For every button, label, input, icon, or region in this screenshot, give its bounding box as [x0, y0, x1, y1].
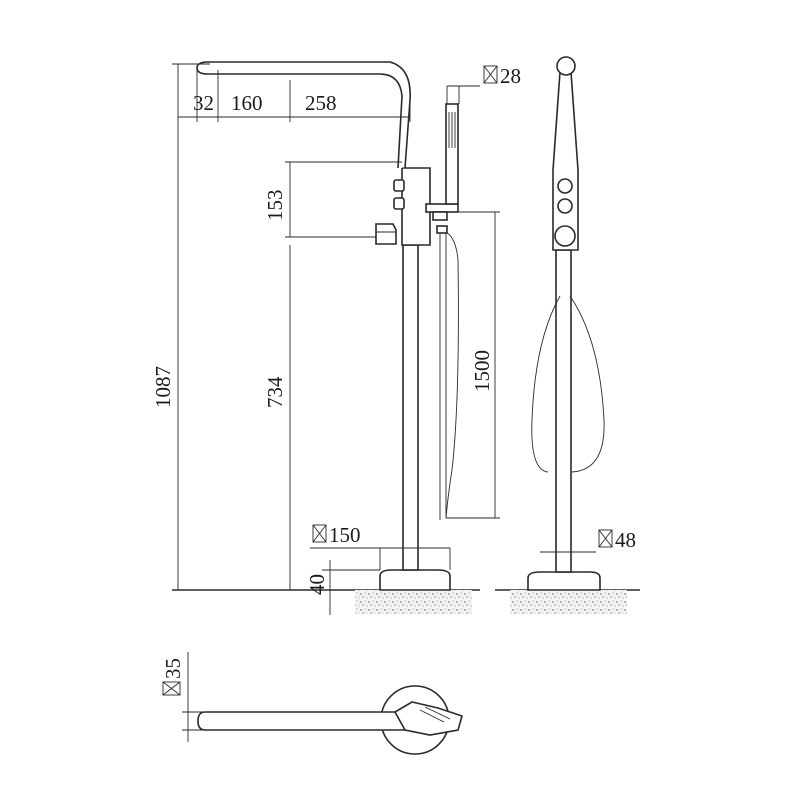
valve-knob-lower [393, 197, 405, 210]
valve-knob-upper [557, 178, 573, 194]
top-view: 35 [161, 652, 463, 755]
dim-base-height: 40 [305, 574, 329, 595]
dim-spout-square: 35 [161, 658, 185, 679]
valve-knob-upper [393, 179, 405, 192]
dim-total-height: 1087 [151, 366, 175, 408]
valve-body [552, 64, 579, 251]
spout-end [556, 56, 576, 76]
side-view: 48 [495, 56, 640, 614]
floor-hatch [355, 590, 472, 614]
square-symbol-icon [162, 681, 181, 696]
shower-hose [531, 295, 605, 473]
base-plate [527, 571, 601, 591]
dim-spout-reach: 258 [305, 91, 337, 115]
floor-hatch [510, 590, 627, 614]
mixer-handle [375, 223, 397, 245]
dim-valve-spacing: 153 [263, 190, 287, 222]
shower-holder [425, 203, 459, 213]
dim-valve-height: 734 [263, 376, 287, 408]
dim-spout-offset-b: 160 [231, 91, 263, 115]
base-plate [379, 569, 451, 591]
dim-column-square: 48 [615, 528, 636, 552]
mixer-handle-top [393, 701, 463, 736]
square-symbol-icon [483, 65, 498, 84]
dim-base-square: 150 [329, 523, 361, 547]
dim-spout-offset-a: 32 [193, 91, 214, 115]
front-view: 32 160 258 28 153 734 1087 1500 [151, 61, 521, 615]
dim-hose-length: 1500 [470, 350, 494, 392]
shower-hose [439, 230, 459, 520]
square-symbol-icon [598, 529, 613, 548]
column [402, 244, 419, 571]
dim-hand-shower-square: 28 [500, 64, 521, 88]
mixer-handle [554, 225, 576, 247]
spout [196, 61, 411, 169]
square-symbol-icon [312, 524, 327, 543]
valve-knob-lower [557, 198, 573, 214]
